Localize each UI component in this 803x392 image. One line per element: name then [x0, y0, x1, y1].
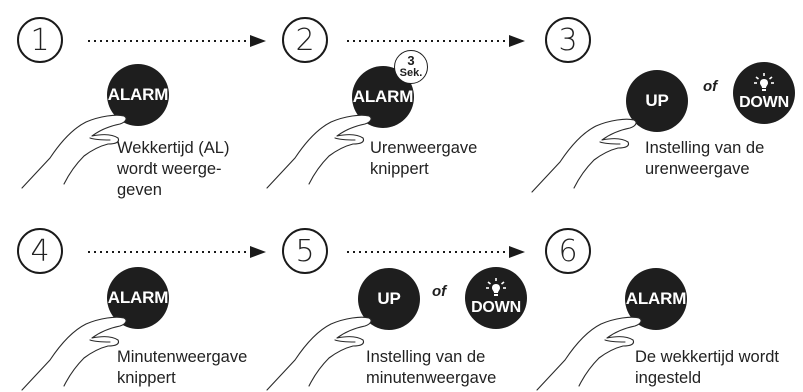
- dotted-arrow-2-3: [347, 35, 525, 47]
- pointing-hand-icon: [531, 118, 637, 193]
- step-number-5: 5: [282, 228, 328, 274]
- hold-duration-badge: 3 Sek.: [394, 50, 428, 84]
- pointing-hand-icon: [21, 114, 127, 189]
- caption-step-6: De wekkertijd wordt ingesteld: [635, 348, 779, 387]
- step-number-4: 4: [17, 228, 63, 274]
- step-number-2: 2: [282, 17, 328, 63]
- hold-duration-unit: Sek.: [399, 67, 423, 79]
- light-bulb-icon: [486, 277, 506, 296]
- or-label: of: [703, 78, 718, 95]
- caption-step-3: Instelling van de urenweergave: [645, 139, 765, 178]
- dotted-arrow-5-6: [347, 246, 525, 258]
- pointing-hand-icon: [21, 316, 127, 391]
- step-number-1: 1: [17, 17, 63, 63]
- or-label: of: [432, 283, 447, 300]
- down-label: DOWN: [739, 93, 789, 111]
- hold-duration-value: 3: [407, 53, 415, 68]
- step-number-3: 3: [545, 17, 591, 63]
- pointing-hand-icon: [536, 316, 642, 391]
- pointing-hand-icon: [266, 316, 372, 391]
- caption-step-2: Urenweergave knippert: [370, 139, 478, 178]
- dotted-arrow-4-5: [88, 246, 266, 258]
- pointing-hand-icon: [266, 114, 372, 189]
- down-button: DOWN: [733, 62, 795, 124]
- light-bulb-icon: [754, 72, 774, 91]
- caption-step-4: Minutenweergave knippert: [117, 348, 248, 387]
- dotted-arrow-1-2: [88, 35, 266, 47]
- down-button: DOWN: [465, 267, 527, 329]
- step-number-6: 6: [545, 228, 591, 274]
- caption-step-5: Instelling van de minutenweergave: [366, 348, 497, 387]
- down-label: DOWN: [471, 298, 521, 316]
- caption-step-1: Wekkertijd (AL) wordt weerge- geven: [117, 139, 230, 199]
